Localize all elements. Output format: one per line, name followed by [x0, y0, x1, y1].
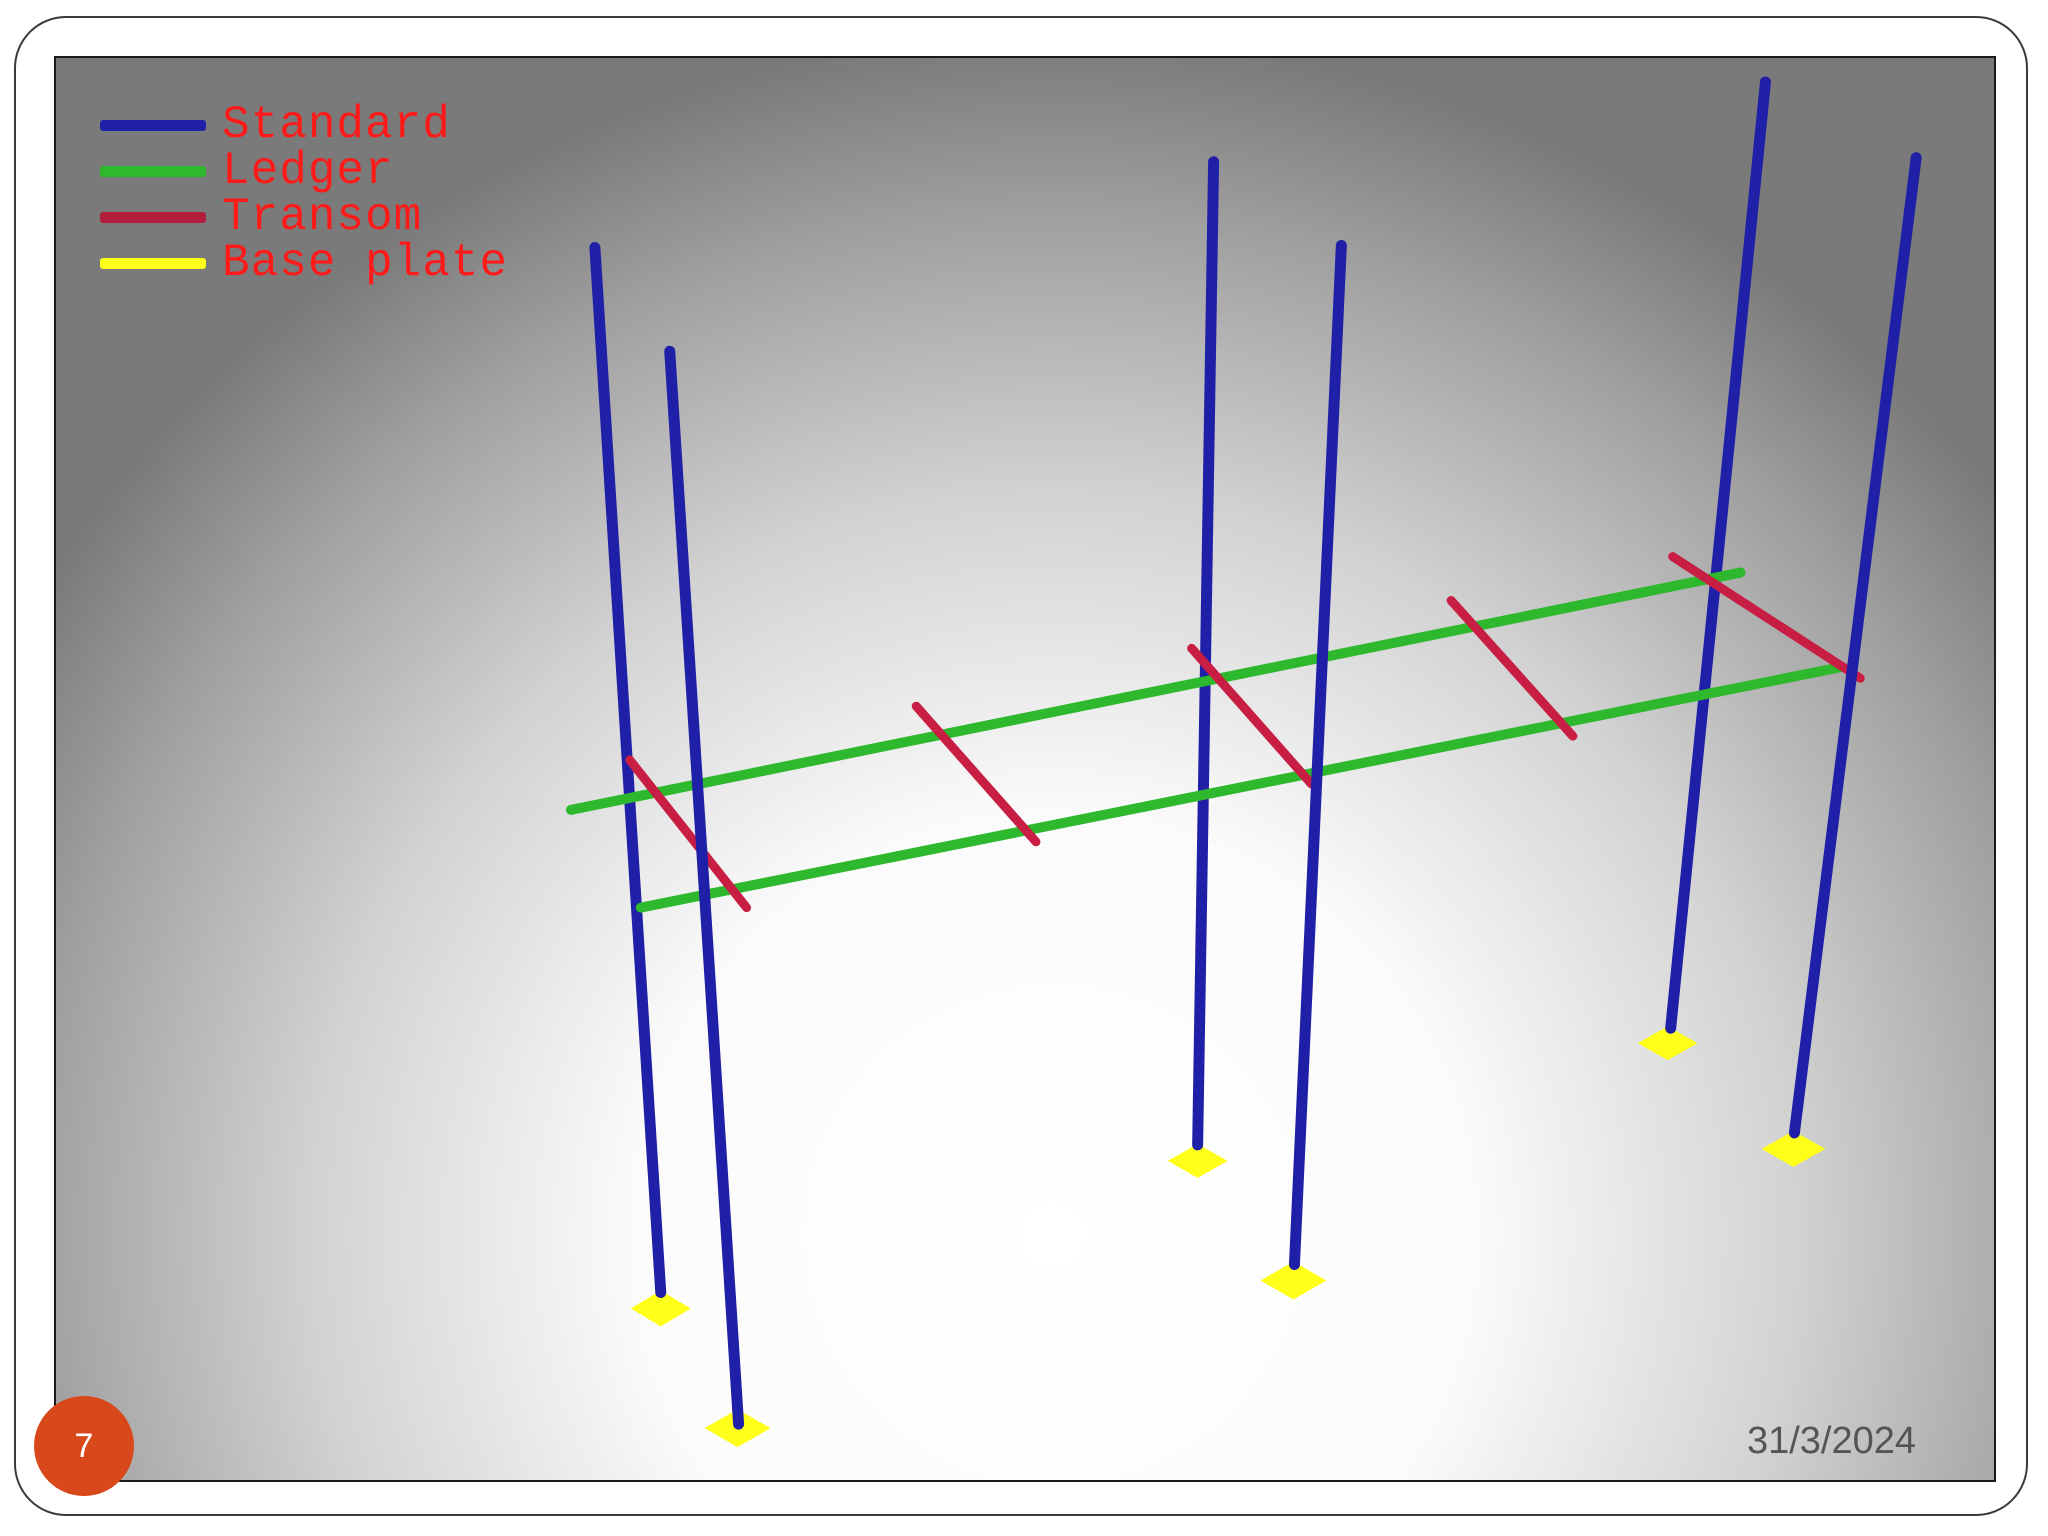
legend-item-standard: Standard [100, 102, 508, 148]
legend-item-ledger: Ledger [100, 148, 508, 194]
transom-bar [625, 755, 752, 913]
legend-label-transom: Transom [222, 191, 423, 243]
standard-pole [664, 345, 745, 1430]
legend: Standard Ledger Transom Base plate [100, 102, 508, 286]
legend-swatch-transom [100, 211, 206, 223]
scaffold-illustration [56, 58, 1994, 1480]
transoms [625, 552, 1865, 913]
legend-item-transom: Transom [100, 194, 508, 240]
standard-pole [1788, 152, 1922, 1139]
transom-bar [911, 701, 1041, 847]
transom-bar [1668, 552, 1865, 683]
base-plate [630, 1290, 691, 1327]
base-plate [1167, 1143, 1228, 1178]
legend-swatch-standard [100, 119, 206, 131]
transom-bar [1446, 595, 1578, 741]
ledger-bar [635, 662, 1846, 913]
ledgers [565, 567, 1846, 913]
base-plates [630, 1026, 1826, 1448]
legend-label-ledger: Ledger [222, 145, 394, 197]
standard-pole [1665, 76, 1771, 1034]
page-number-badge: 7 [34, 1396, 134, 1496]
standard-pole [1288, 239, 1347, 1271]
legend-swatch-ledger [100, 165, 206, 177]
legend-item-base-plate: Base plate [100, 240, 508, 286]
scaffold-scene: Standard Ledger Transom Base plate [54, 56, 1996, 1482]
ledger-bar [565, 567, 1746, 815]
front-standards [664, 152, 1922, 1430]
standard-pole [1192, 156, 1220, 1151]
back-standards [589, 76, 1771, 1299]
scene-background [56, 58, 1994, 1480]
transom-bar [1187, 643, 1316, 789]
legend-label-base-plate: Base plate [222, 237, 509, 289]
slide-date: 31/3/2024 [1746, 1420, 1916, 1462]
standard-pole [589, 241, 667, 1299]
legend-label-standard: Standard [222, 99, 451, 151]
base-plate [1260, 1261, 1327, 1300]
legend-swatch-base-plate [100, 257, 206, 269]
